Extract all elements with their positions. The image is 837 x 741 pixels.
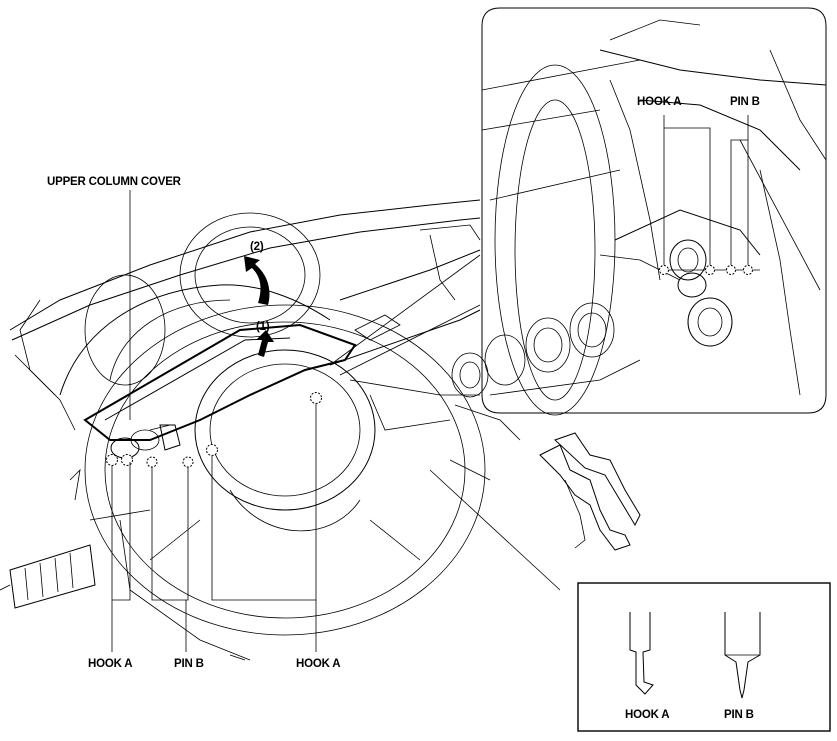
hook-a-marker-2 [121, 454, 133, 466]
label-legend-hook-a: HOOK A [625, 709, 669, 721]
label-step-1: (1) [256, 321, 270, 333]
leader-lines [111, 190, 481, 652]
hook-a-marker-1 [106, 454, 118, 466]
hook-a-symbol [629, 612, 654, 695]
label-hook-a-right: HOOK A [296, 658, 340, 670]
arrow-step-2 [244, 256, 270, 305]
inset-frame [481, 7, 827, 414]
legend-frame [577, 582, 831, 732]
pin-b-marker-2 [182, 456, 194, 468]
legend-box [577, 582, 831, 732]
label-step-2: (2) [250, 241, 264, 253]
label-inset-hook-a: HOOK A [637, 96, 681, 108]
label-hook-a-left: HOOK A [88, 658, 132, 670]
pin-b-marker-1 [146, 456, 158, 468]
arrow-step-1 [256, 330, 274, 357]
removal-arrows [244, 256, 274, 357]
hook-a-marker-3 [206, 444, 218, 456]
label-inset-pin-b: PIN B [730, 96, 760, 108]
label-legend-pin-b: PIN B [724, 709, 754, 721]
label-upper-column-cover: UPPER COLUMN COVER [47, 176, 182, 188]
detail-inset [481, 7, 827, 416]
label-pin-b-bottom: PIN B [174, 658, 204, 670]
pin-b-symbol [724, 612, 761, 699]
labels: UPPER COLUMN COVER (2) (1) HOOK A PIN B … [47, 96, 760, 721]
hook-a-marker-4 [310, 392, 322, 404]
dashboard-drawing [0, 199, 641, 661]
